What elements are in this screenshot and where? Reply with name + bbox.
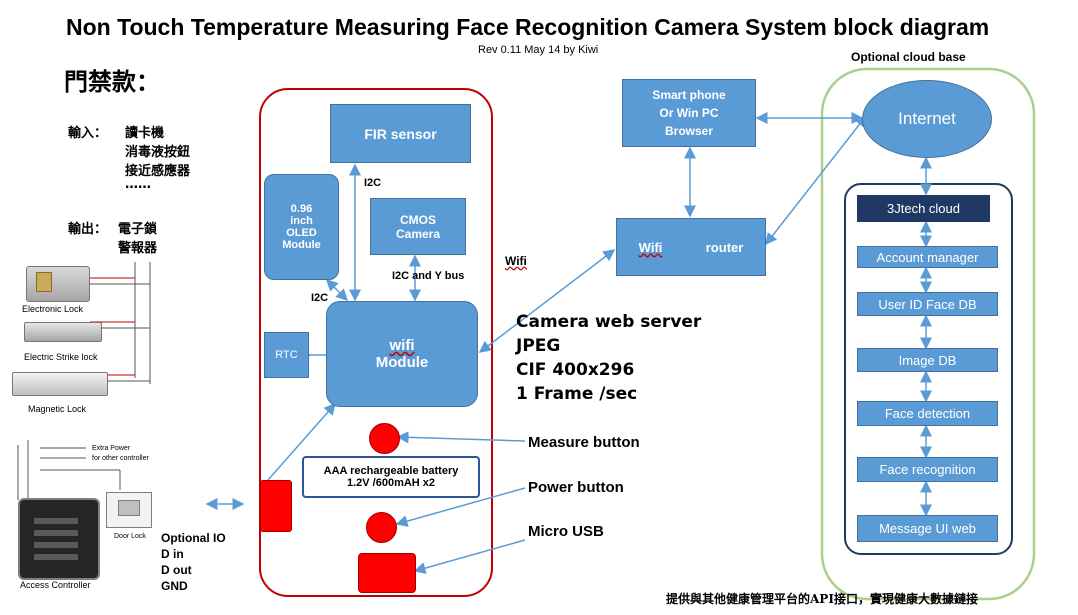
cmos-camera-box: CMOS Camera (370, 198, 466, 255)
oled-line: Module (282, 239, 321, 251)
router-label: router (705, 239, 744, 255)
i2c-left-label: I2C (311, 292, 329, 304)
cloud-image-db: Image DB (857, 348, 998, 372)
magnetic-lock-image (12, 372, 108, 396)
oled-line: OLED (286, 227, 317, 239)
server-info: Camera web server JPEG CIF 400x296 1 Fra… (516, 310, 701, 406)
fir-sensor-box: FIR sensor (330, 104, 471, 163)
electric-strike-caption: Electric Strike lock (24, 352, 98, 362)
cloud-face-recognition: Face recognition (857, 457, 998, 482)
router-box: Wifi router (616, 218, 766, 276)
optional-io-line: Optional IO (161, 531, 226, 545)
fir-sensor-label: FIR sensor (364, 125, 437, 142)
magnetic-lock-caption: Magnetic Lock (28, 404, 87, 414)
optional-io-line: GND (161, 579, 188, 593)
smartphone-line: Browser (664, 124, 714, 138)
cloud-item-label: Message UI web (879, 521, 976, 536)
input-item: 讀卡機 (125, 126, 165, 141)
io-connector[interactable] (260, 480, 292, 532)
door-lock-button-face (118, 500, 140, 516)
oled-line: 0.96 (290, 203, 313, 215)
smartphone-line: Or Win PC (659, 106, 719, 120)
access-controller-caption: Access Controller (20, 580, 91, 590)
cmos-line: CMOS (400, 212, 436, 227)
footer-note: 提供與其他健康管理平台的API接口，實現健康大數據鏈接 (666, 592, 978, 606)
cloud-frame (820, 67, 1036, 601)
smartphone-box: Smart phone Or Win PC Browser (622, 79, 756, 147)
electronic-lock-caption: Electronic Lock (22, 304, 84, 314)
server-info-line: CIF 400x296 (516, 360, 635, 380)
micro-usb-port[interactable] (358, 553, 416, 593)
battery-line: 1.2V /600mAH x2 (346, 477, 436, 489)
power-button-label: Power button (528, 479, 624, 496)
input-item: …… (125, 177, 151, 192)
diagram-title: Non Touch Temperature Measuring Face Rec… (66, 14, 990, 40)
cloud-item-label: Account manager (876, 249, 979, 265)
oled-line: inch (290, 215, 313, 227)
internet-node: Internet (862, 80, 992, 158)
cloud-base-label: Optional cloud base (851, 50, 966, 64)
cloud-account-manager: Account manager (857, 246, 998, 268)
cloud-item-label: Face detection (884, 406, 971, 421)
cloud-item-label: User ID Face DB (878, 296, 977, 312)
electronic-lock-bolt (36, 272, 52, 292)
other-controller-caption: for other controller (92, 455, 149, 462)
output-item: 電子鎖 (118, 222, 158, 237)
battery-box: AAA rechargeable battery 1.2V /600mAH x2 (302, 456, 480, 498)
oled-module-box: 0.96 inch OLED Module (264, 174, 339, 280)
wifi-module-box: wifi Module (326, 301, 478, 407)
revision-text: Rev 0.11 May 14 by Kiwi (478, 44, 599, 56)
cloud-3jtech: 3Jtech cloud (857, 195, 990, 222)
input-item: 接近感應器 (125, 164, 191, 179)
measure-button-label: Measure button (528, 434, 640, 451)
micro-usb-label: Micro USB (528, 523, 604, 540)
rtc-label: RTC (275, 349, 298, 361)
power-button[interactable] (366, 512, 397, 543)
cmos-line: Camera (395, 226, 441, 241)
cloud-item-label: 3Jtech cloud (887, 201, 960, 216)
server-info-line: 1 Frame /sec (516, 384, 638, 404)
i2c-ybus-label: I2C and Y bus (392, 270, 465, 282)
optional-io-line: D out (161, 563, 192, 577)
cloud-user-face-db: User ID Face DB (857, 292, 998, 316)
router-wifi-label: Wifi (638, 239, 663, 255)
access-control-title: 門禁款： (64, 68, 160, 96)
cloud-item-label: Image DB (898, 352, 957, 368)
optional-io-line: D in (161, 547, 184, 561)
wifi-link-label: Wifi (505, 254, 527, 268)
extra-power-caption: Extra Power (92, 445, 131, 452)
input-item: 消毒液按鈕 (125, 145, 191, 160)
optional-io-list: Optional IO D in D out GND (161, 530, 226, 594)
cloud-item-label: Face recognition (879, 462, 976, 477)
i2c-top-label: I2C (364, 177, 382, 189)
measure-button[interactable] (369, 423, 400, 454)
output-item: 警報器 (118, 241, 158, 256)
electric-strike-image (24, 322, 102, 342)
server-info-line: JPEG (516, 336, 561, 356)
wifi-module-line: wifi (389, 337, 415, 354)
lock-wiring-gray (17, 262, 151, 500)
internet-label: Internet (898, 109, 956, 128)
server-info-line: Camera web server (516, 312, 702, 332)
battery-line: AAA rechargeable battery (323, 465, 459, 477)
keypad (34, 512, 78, 566)
smartphone-line: Smart phone (652, 88, 726, 102)
wifi-module-line: Module (375, 354, 429, 371)
rtc-box: RTC (264, 332, 309, 378)
cloud-message-ui-web: Message UI web (857, 515, 998, 542)
cloud-face-detection: Face detection (857, 401, 998, 426)
inputs-label: 輸入： (68, 126, 108, 141)
outputs-label: 輸出： (68, 222, 108, 237)
door-lock-caption: Door Lock (114, 533, 146, 540)
